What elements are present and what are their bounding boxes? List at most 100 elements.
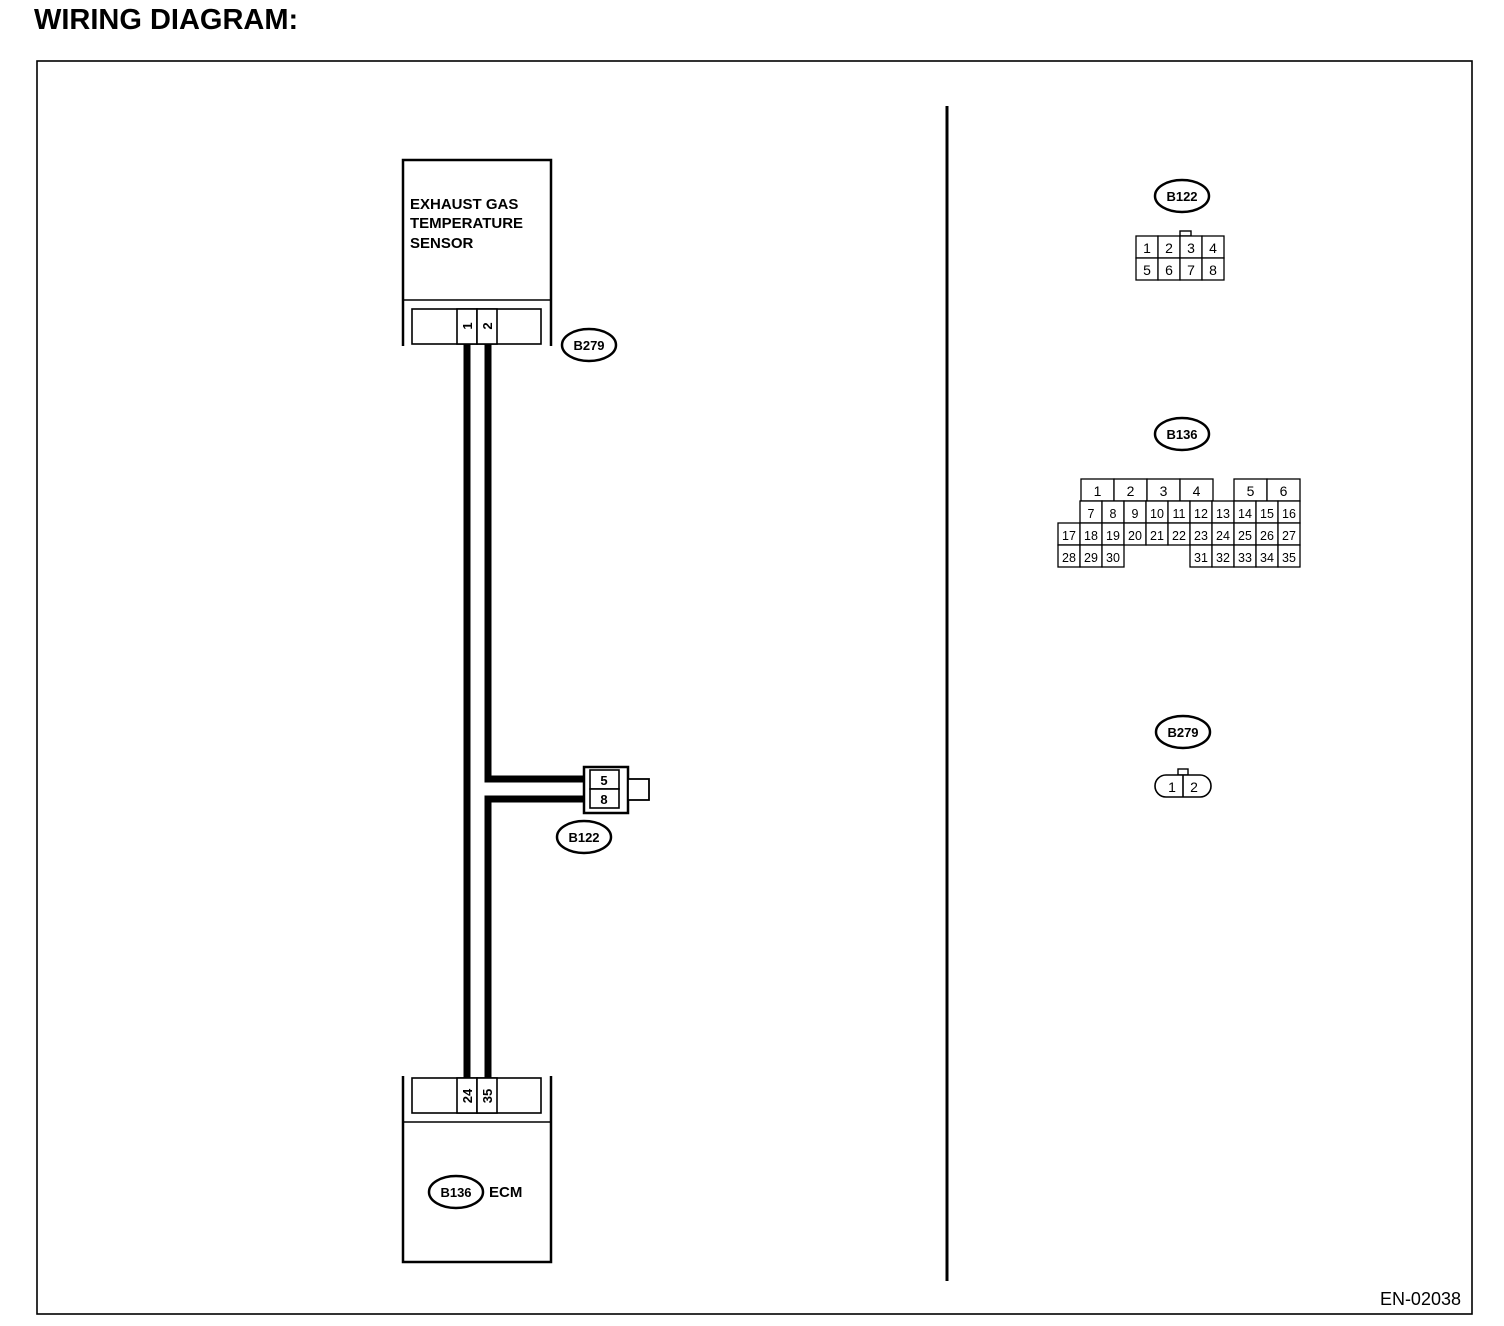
b136-pin-15: 15 xyxy=(1255,500,1279,524)
svg-text:3: 3 xyxy=(1160,483,1168,499)
svg-text:20: 20 xyxy=(1128,529,1142,543)
connector-view-b122-label: B122 xyxy=(1166,189,1197,204)
svg-text:25: 25 xyxy=(1238,529,1252,543)
ecm-pin-35-cell xyxy=(476,1077,498,1114)
svg-text:35: 35 xyxy=(1282,551,1296,565)
svg-text:4: 4 xyxy=(1209,240,1217,256)
connector-badge-b122-label: B122 xyxy=(568,830,599,845)
svg-text:6: 6 xyxy=(1280,483,1288,499)
connector-view-b279: B279 1 2 xyxy=(1154,714,1212,798)
ecm-unit: 24 35 B136 ECM xyxy=(401,1076,553,1264)
svg-text:5: 5 xyxy=(1143,262,1151,278)
b136-pin-16: 16 xyxy=(1277,500,1301,524)
svg-text:16: 16 xyxy=(1282,507,1296,521)
b136-pin-11: 11 xyxy=(1167,500,1191,524)
svg-text:9: 9 xyxy=(1132,507,1139,521)
b136-pin-1: 1 xyxy=(1080,478,1115,502)
b136-pin-6: 6 xyxy=(1266,478,1301,502)
connector-badge-b122: B122 xyxy=(555,819,613,855)
svg-text:7: 7 xyxy=(1088,507,1095,521)
b279-pin-1: 1 xyxy=(1168,779,1176,795)
b136-pin-32: 32 xyxy=(1211,544,1235,568)
b122-pin-2: 2 xyxy=(1157,235,1181,259)
sensor-name-line-3: SENSOR xyxy=(410,235,474,252)
b136-pin-7: 7 xyxy=(1079,500,1103,524)
b136-pin-17: 17 xyxy=(1057,522,1081,546)
b136-pin-29: 29 xyxy=(1079,544,1103,568)
b136-pin-25: 25 xyxy=(1233,522,1257,546)
svg-text:2: 2 xyxy=(1165,240,1173,256)
connector-badge-b279: B279 xyxy=(560,327,618,363)
b136-pin-10: 10 xyxy=(1145,500,1169,524)
svg-text:26: 26 xyxy=(1260,529,1274,543)
svg-text:14: 14 xyxy=(1238,507,1252,521)
b122-pin-4: 4 xyxy=(1201,235,1225,259)
ecm-label: ECM xyxy=(489,1184,522,1201)
b136-pin-5: 5 xyxy=(1233,478,1268,502)
b136-pin-24: 24 xyxy=(1211,522,1235,546)
svg-text:29: 29 xyxy=(1084,551,1098,565)
connector-view-b136-badge: B136 xyxy=(1153,416,1211,452)
svg-text:24: 24 xyxy=(1216,529,1230,543)
svg-text:19: 19 xyxy=(1106,529,1120,543)
b122-pin-5: 5 xyxy=(1135,257,1159,281)
svg-text:22: 22 xyxy=(1172,529,1186,543)
sensor-name-line-2: TEMPERATURE xyxy=(410,215,523,232)
svg-text:11: 11 xyxy=(1173,507,1186,521)
svg-text:12: 12 xyxy=(1194,507,1208,521)
b136-pin-22: 22 xyxy=(1167,522,1191,546)
b279-latch xyxy=(1177,768,1189,776)
b136-pin-12: 12 xyxy=(1189,500,1213,524)
b136-pin-21: 21 xyxy=(1145,522,1169,546)
b136-pin-9: 9 xyxy=(1123,500,1147,524)
svg-text:32: 32 xyxy=(1216,551,1230,565)
svg-text:13: 13 xyxy=(1216,507,1230,521)
b136-pin-35: 35 xyxy=(1277,544,1301,568)
wire-b122-pin-8-to-ecm-pin-35 xyxy=(484,795,586,1078)
svg-text:6: 6 xyxy=(1165,262,1173,278)
sensor-name-line-1: EXHAUST GAS xyxy=(410,196,518,213)
svg-text:18: 18 xyxy=(1084,529,1098,543)
svg-text:4: 4 xyxy=(1193,483,1201,499)
svg-text:34: 34 xyxy=(1260,551,1274,565)
svg-text:17: 17 xyxy=(1062,529,1076,543)
svg-text:23: 23 xyxy=(1194,529,1208,543)
svg-text:8: 8 xyxy=(1209,262,1217,278)
junction-pin-8: 8 xyxy=(600,792,607,807)
sensor-pin-1: 1 xyxy=(460,322,475,329)
junction-connector-b122: 5 8 xyxy=(582,765,650,815)
b136-pin-18: 18 xyxy=(1079,522,1103,546)
b136-pin-13: 13 xyxy=(1211,500,1235,524)
svg-text:1: 1 xyxy=(1143,240,1151,256)
b136-pin-28: 28 xyxy=(1057,544,1081,568)
page-title: WIRING DIAGRAM: xyxy=(34,4,299,36)
connector-view-b122-badge: B122 xyxy=(1153,178,1211,214)
b136-pin-26: 26 xyxy=(1255,522,1279,546)
b136-pin-27: 27 xyxy=(1277,522,1301,546)
svg-text:10: 10 xyxy=(1150,507,1164,521)
connector-view-b279-badge: B279 xyxy=(1154,714,1212,750)
b136-pin-20: 20 xyxy=(1123,522,1147,546)
harness-wires xyxy=(463,344,586,1078)
b136-pin-8: 8 xyxy=(1101,500,1125,524)
svg-text:28: 28 xyxy=(1062,551,1076,565)
svg-text:33: 33 xyxy=(1238,551,1252,565)
b136-pin-30: 30 xyxy=(1101,544,1125,568)
b122-pin-7: 7 xyxy=(1179,257,1203,281)
junction-pin-5: 5 xyxy=(600,773,607,788)
b136-pin-33: 33 xyxy=(1233,544,1257,568)
b136-pin-31: 31 xyxy=(1189,544,1213,568)
connector-badge-b136-label: B136 xyxy=(440,1185,471,1200)
b122-pin-6: 6 xyxy=(1157,257,1181,281)
b136-pin-14: 14 xyxy=(1233,500,1257,524)
exhaust-gas-temperature-sensor: EXHAUST GAS TEMPERATURE SENSOR 1 2 xyxy=(401,158,553,346)
diagram-frame xyxy=(36,60,1473,1315)
b136-pin-2: 2 xyxy=(1113,478,1148,502)
svg-text:3: 3 xyxy=(1187,240,1195,256)
connector-badge-b136: B136 xyxy=(427,1174,485,1210)
